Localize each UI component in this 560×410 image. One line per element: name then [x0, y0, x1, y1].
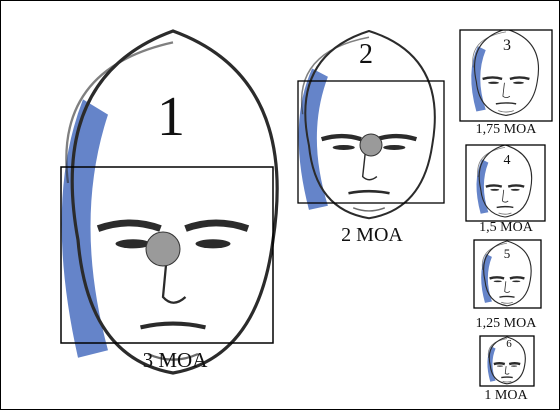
- nose-face-3: [503, 83, 510, 98]
- right-eyebrow-face-4: [508, 185, 524, 186]
- mouth-face-4: [497, 207, 514, 208]
- right-eye-face-3: [513, 82, 524, 84]
- caption-face-5: 1,25 MOA: [461, 316, 551, 332]
- left-eyebrow-face-2: [322, 136, 362, 139]
- right-eye-face-6: [511, 365, 517, 366]
- left-eyebrow-face-1: [98, 223, 161, 229]
- target-dot-face-1: [146, 232, 180, 266]
- caption-face-2: 2 MOA: [317, 224, 427, 247]
- face-1: [62, 31, 277, 373]
- left-eyebrow-face-4: [486, 185, 502, 186]
- right-eye-face-2: [383, 145, 405, 150]
- mouth-face-2: [348, 191, 389, 193]
- left-eye-face-5: [494, 280, 502, 282]
- caption-face-4: 1,5 MOA: [461, 220, 551, 236]
- chin-face-3: [498, 111, 514, 112]
- face-number-2: 2: [346, 39, 386, 71]
- face-number-3: 3: [495, 37, 519, 55]
- right-eyebrow-face-2: [377, 136, 417, 139]
- nose-face-4: [502, 190, 508, 202]
- caption-face-1: 3 MOA: [115, 348, 235, 373]
- face-number-4: 4: [495, 153, 519, 169]
- left-eye-face-1: [116, 239, 151, 248]
- target-dot-face-2: [360, 134, 382, 156]
- chin-face-5: [501, 302, 513, 303]
- left-eye-face-4: [490, 189, 499, 191]
- right-eyebrow-face-1: [186, 223, 249, 229]
- nose-face-5: [505, 281, 510, 292]
- left-eyebrow-face-3: [483, 77, 503, 78]
- left-eye-face-2: [333, 145, 355, 150]
- right-eyebrow-face-3: [510, 77, 530, 78]
- chin-face-2: [353, 208, 385, 211]
- mouth-face-5: [499, 296, 514, 297]
- caption-face-6: 1 MOA: [461, 388, 551, 404]
- left-eye-face-3: [488, 82, 499, 84]
- left-eyebrow-face-5: [490, 277, 505, 278]
- nose-face-6: [505, 366, 509, 374]
- chin-face-4: [499, 213, 512, 214]
- right-eye-face-1: [196, 239, 231, 248]
- left-eye-face-6: [497, 365, 503, 366]
- mouth-face-6: [501, 377, 512, 378]
- mouth-face-1: [141, 324, 206, 328]
- right-eye-face-4: [511, 189, 520, 191]
- left-eyebrow-face-6: [494, 363, 505, 364]
- right-eyebrow-face-5: [510, 277, 525, 278]
- right-eyebrow-face-6: [509, 363, 520, 364]
- face-number-1: 1: [141, 85, 201, 149]
- right-eye-face-5: [512, 280, 520, 282]
- mouth-face-3: [496, 103, 516, 104]
- face-number-5: 5: [497, 246, 517, 262]
- face-number-6: 6: [501, 338, 517, 350]
- caption-face-3: 1,75 MOA: [461, 122, 551, 138]
- chin-face-6: [503, 381, 512, 382]
